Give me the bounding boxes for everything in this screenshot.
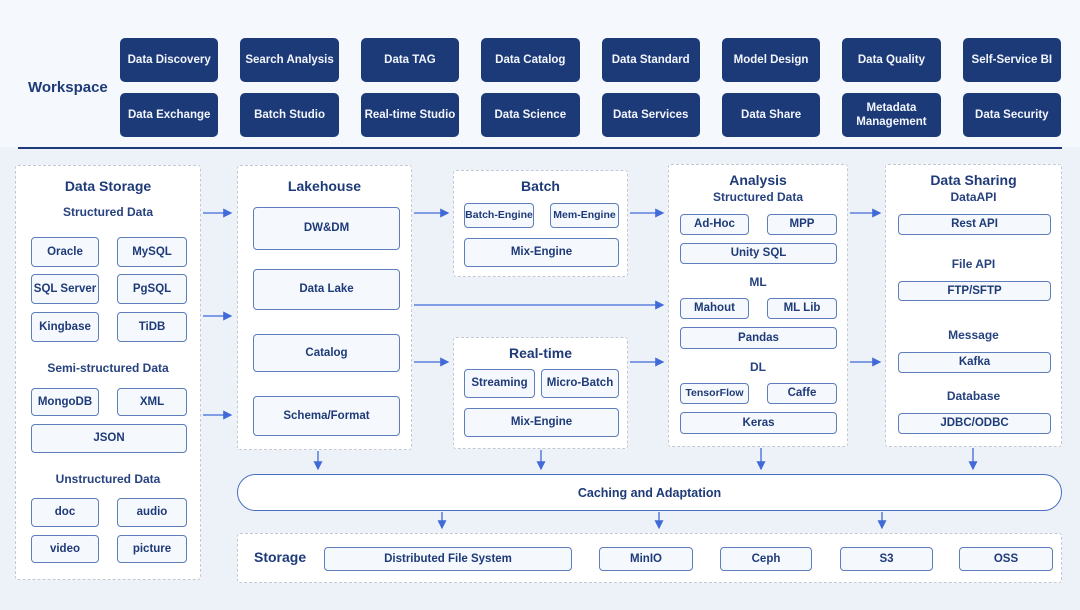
- workspace-grid: Data Discovery Search Analysis Data TAG …: [120, 38, 1061, 137]
- node-batch-engine: Batch-Engine: [464, 203, 534, 228]
- group-label-structured-data: Structured Data: [712, 190, 804, 204]
- node-ftp-sftp: FTP/SFTP: [898, 281, 1051, 301]
- panel-title: Analysis: [729, 172, 787, 188]
- node-video: video: [31, 535, 99, 563]
- panel-title: Data Storage: [64, 178, 152, 194]
- group-label-semi-structured-data: Semi-structured Data: [47, 361, 169, 375]
- workspace-node-data-services: Data Services: [601, 93, 700, 137]
- group-label-ml: ML: [749, 275, 767, 289]
- node-tensorflow: TensorFlow: [680, 383, 749, 404]
- node-kingbase: Kingbase: [31, 312, 99, 342]
- workspace-node-data-security: Data Security: [962, 93, 1061, 137]
- node-mpp: MPP: [767, 214, 837, 235]
- node-rest-api: Rest API: [898, 214, 1051, 235]
- panel-title: Real-time: [508, 345, 573, 361]
- workspace-node-data-standard: Data Standard: [601, 38, 700, 82]
- node-schema-format: Schema/Format: [253, 396, 400, 436]
- workspace-node-realtime-studio: Real-time Studio: [360, 93, 460, 137]
- group-label-dl: DL: [750, 360, 766, 374]
- panel-realtime: Real-time Streaming Micro-Batch Mix-Engi…: [453, 337, 628, 449]
- node-xml: XML: [117, 388, 187, 416]
- workspace-node-data-science: Data Science: [481, 93, 580, 137]
- node-mix-engine: Mix-Engine: [464, 408, 619, 437]
- workspace-node-metadata-management: Metadata Management: [842, 93, 941, 137]
- node-minio: MinIO: [599, 547, 693, 571]
- node-unity-sql: Unity SQL: [680, 243, 837, 264]
- node-jdbc-odbc: JDBC/ODBC: [898, 413, 1051, 434]
- panel-batch: Batch Batch-Engine Mem-Engine Mix-Engine: [453, 170, 628, 277]
- node-audio: audio: [117, 498, 187, 527]
- node-json: JSON: [31, 424, 187, 453]
- panel-data-storage: Data Storage Structured Data Oracle MySQ…: [15, 165, 201, 580]
- group-label-dataapi: DataAPI: [950, 190, 997, 204]
- node-micro-batch: Micro-Batch: [541, 369, 619, 398]
- storage-label: Storage: [254, 549, 307, 565]
- node-ad-hoc: Ad-Hoc: [680, 214, 749, 235]
- node-distributed-file-system: Distributed File System: [324, 547, 572, 571]
- node-data-lake: Data Lake: [253, 269, 400, 310]
- node-pgsql: PgSQL: [117, 274, 187, 304]
- workspace-label: Workspace: [28, 79, 108, 96]
- group-label-unstructured-data: Unstructured Data: [55, 472, 161, 486]
- node-oss: OSS: [959, 547, 1053, 571]
- node-mahout: Mahout: [680, 298, 749, 319]
- workspace-node-search-analysis: Search Analysis: [240, 38, 339, 82]
- workspace-node-data-discovery: Data Discovery: [120, 38, 219, 82]
- panel-lakehouse: Lakehouse DW&DM Data Lake Catalog Schema…: [237, 165, 412, 450]
- workspace-node-data-share: Data Share: [721, 93, 821, 137]
- group-label-database: Database: [946, 389, 1001, 403]
- panel-title: Data Sharing: [930, 172, 1017, 188]
- workspace-node-data-tag: Data TAG: [360, 38, 460, 82]
- node-doc: doc: [31, 498, 99, 527]
- node-dw-dm: DW&DM: [253, 207, 400, 250]
- workspace-node-data-quality: Data Quality: [842, 38, 941, 82]
- node-pandas: Pandas: [680, 327, 837, 349]
- node-picture: picture: [117, 535, 187, 563]
- node-streaming: Streaming: [464, 369, 535, 398]
- panel-data-sharing: Data Sharing DataAPI Rest API File API F…: [885, 164, 1062, 447]
- node-keras: Keras: [680, 412, 837, 434]
- node-caffe: Caffe: [767, 383, 837, 404]
- node-mongodb: MongoDB: [31, 388, 99, 416]
- node-oracle: Oracle: [31, 237, 99, 267]
- group-label-file-api: File API: [951, 257, 996, 271]
- node-ceph: Ceph: [720, 547, 812, 571]
- group-label-structured-data: Structured Data: [62, 205, 154, 219]
- panel-title: Lakehouse: [287, 178, 362, 194]
- node-kafka: Kafka: [898, 352, 1051, 373]
- panel-analysis: Analysis Structured Data Ad-Hoc MPP Unit…: [668, 164, 848, 447]
- node-mem-engine: Mem-Engine: [550, 203, 619, 228]
- workspace-node-data-catalog: Data Catalog: [481, 38, 580, 82]
- group-label-message: Message: [948, 328, 999, 342]
- section-divider: [18, 147, 1062, 149]
- workspace-node-batch-studio: Batch Studio: [240, 93, 339, 137]
- node-tidb: TiDB: [117, 312, 187, 342]
- node-mysql: MySQL: [117, 237, 187, 267]
- caching-and-adaptation-bar: Caching and Adaptation: [237, 474, 1062, 511]
- panel-title: Batch: [521, 178, 560, 194]
- panel-storage: Storage Distributed File System MinIO Ce…: [237, 533, 1062, 583]
- node-mix-engine: Mix-Engine: [464, 238, 619, 267]
- workspace-node-data-exchange: Data Exchange: [120, 93, 219, 137]
- node-ml-lib: ML Lib: [767, 298, 837, 319]
- node-s3: S3: [840, 547, 933, 571]
- workspace-node-self-service-bi: Self-Service BI: [962, 38, 1061, 82]
- node-catalog: Catalog: [253, 334, 400, 372]
- node-sql-server: SQL Server: [31, 274, 99, 304]
- workspace-node-model-design: Model Design: [721, 38, 821, 82]
